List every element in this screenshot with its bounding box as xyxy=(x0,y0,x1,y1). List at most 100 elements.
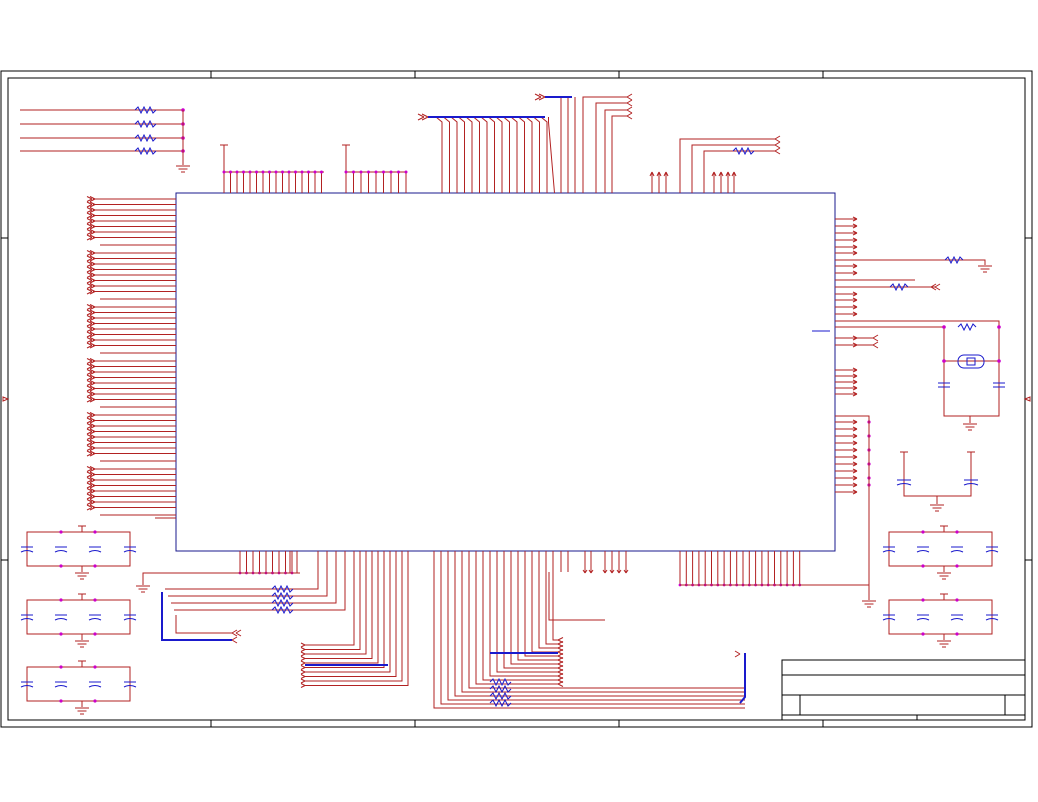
offpage-connector-icon xyxy=(2,396,10,402)
right-offpage-resistor xyxy=(835,279,941,292)
capacitor-icon xyxy=(938,382,950,388)
capacitor-icon xyxy=(882,614,896,621)
offpage-connector-icon xyxy=(86,283,96,289)
ground-icon xyxy=(75,572,89,580)
capacitor-icon xyxy=(963,479,979,486)
capacitor-icon xyxy=(985,546,999,553)
offpage-connector-icon xyxy=(86,342,96,349)
bottom-resistor-network xyxy=(489,677,512,708)
offpage-connector-icon xyxy=(1023,396,1031,402)
offpage-connector-icon xyxy=(86,391,96,397)
capacitor-icon xyxy=(88,681,102,688)
capacitor-icon xyxy=(54,681,68,688)
ground-icon xyxy=(978,265,992,273)
crystal-oscillator-block xyxy=(835,320,1005,431)
capacitor-bank xyxy=(20,525,137,580)
capacitor-icon xyxy=(950,546,964,553)
resistor-icon xyxy=(732,146,755,156)
offpage-connector-icon xyxy=(86,493,96,500)
offpage-connector-icon xyxy=(86,337,96,343)
offpage-connector-icon xyxy=(86,212,96,219)
resistor-icon xyxy=(489,677,512,687)
offpage-connector-icon xyxy=(86,223,96,230)
right-pin-group xyxy=(835,216,879,495)
offpage-connector-icon xyxy=(86,471,96,478)
ground-icon xyxy=(862,600,876,608)
offpage-connector-icon xyxy=(86,207,96,213)
ground-icon xyxy=(176,165,190,173)
top-pin-group xyxy=(220,93,737,194)
ground-icon xyxy=(963,423,977,431)
capacitor-icon xyxy=(20,546,34,553)
offpage-connector-icon xyxy=(86,504,96,511)
offpage-connector-icon xyxy=(86,288,96,295)
decoupling-capacitor-banks xyxy=(20,525,999,715)
offpage-connector-icon xyxy=(86,423,96,429)
capacitor-icon xyxy=(950,614,964,621)
top-bus-b xyxy=(534,93,572,101)
capacitor-icon xyxy=(20,681,34,688)
capacitor-icon xyxy=(54,546,68,553)
ground-icon xyxy=(136,585,150,593)
offpage-connector-icon xyxy=(86,326,96,332)
offpage-connector-icon xyxy=(86,309,96,316)
capacitor-icon xyxy=(896,479,912,486)
offpage-connector-icon xyxy=(86,272,96,278)
decoupling-pair-right xyxy=(896,451,979,512)
resistor-icon xyxy=(889,282,909,292)
capacitor-icon xyxy=(123,546,137,553)
left-pin-group xyxy=(86,196,176,519)
offpage-connector-icon xyxy=(86,369,96,375)
offpage-connector-icon xyxy=(86,320,96,327)
bottom-open-wire xyxy=(548,572,605,621)
offpage-connector-icon xyxy=(86,466,96,472)
offpage-connector-icon xyxy=(86,250,96,256)
capacitor-bank xyxy=(882,525,999,580)
capacitor-bank xyxy=(20,660,137,715)
offpage-connector-icon xyxy=(86,477,96,483)
offpage-connector-icon xyxy=(86,315,96,321)
resistor-icon xyxy=(271,584,294,594)
top-right-resistor-network xyxy=(679,135,781,193)
capacitor-icon xyxy=(20,614,34,621)
capacitor-icon xyxy=(993,382,1005,388)
main-ic-body xyxy=(175,192,836,552)
resistor-icon xyxy=(489,691,512,701)
offpage-connector-icon xyxy=(86,482,96,489)
capacitor-bank xyxy=(882,593,999,648)
capacitor-icon xyxy=(916,614,930,621)
resistor-icon xyxy=(271,598,294,608)
capacitor-icon xyxy=(54,614,68,621)
right-ground-resistor xyxy=(835,255,992,273)
ground-icon xyxy=(930,504,944,512)
resistor-icon xyxy=(489,698,512,708)
resistor-icon xyxy=(134,146,157,156)
ground-icon xyxy=(75,640,89,648)
offpage-connector-icon xyxy=(86,417,96,424)
offpage-connector-icon xyxy=(86,434,96,440)
capacitor-icon xyxy=(985,614,999,621)
capacitor-icon xyxy=(882,546,896,553)
capacitor-icon xyxy=(123,614,137,621)
offpage-connector-icon xyxy=(86,396,96,403)
offpage-connector-icon xyxy=(86,380,96,386)
offpage-connector-icon xyxy=(86,488,96,494)
crystal-icon xyxy=(957,354,985,369)
bottom-pin-group xyxy=(238,551,802,709)
offpage-connector-icon xyxy=(86,450,96,457)
resistor-icon xyxy=(271,605,294,615)
resistor-icon xyxy=(134,105,157,115)
resistor-icon xyxy=(134,133,157,143)
capacitor-icon xyxy=(88,614,102,621)
offpage-connector-icon xyxy=(86,234,96,241)
capacitor-icon xyxy=(88,546,102,553)
offpage-connector-icon xyxy=(86,445,96,451)
offpage-connector-icon xyxy=(86,358,96,364)
resistor-icon xyxy=(957,322,977,332)
offpage-connector-icon xyxy=(86,331,96,338)
offpage-connector-icon xyxy=(86,255,96,262)
offpage-connector-icon xyxy=(86,201,96,208)
offpage-connector-icon xyxy=(86,218,96,224)
bottom-bus-right xyxy=(734,650,746,704)
